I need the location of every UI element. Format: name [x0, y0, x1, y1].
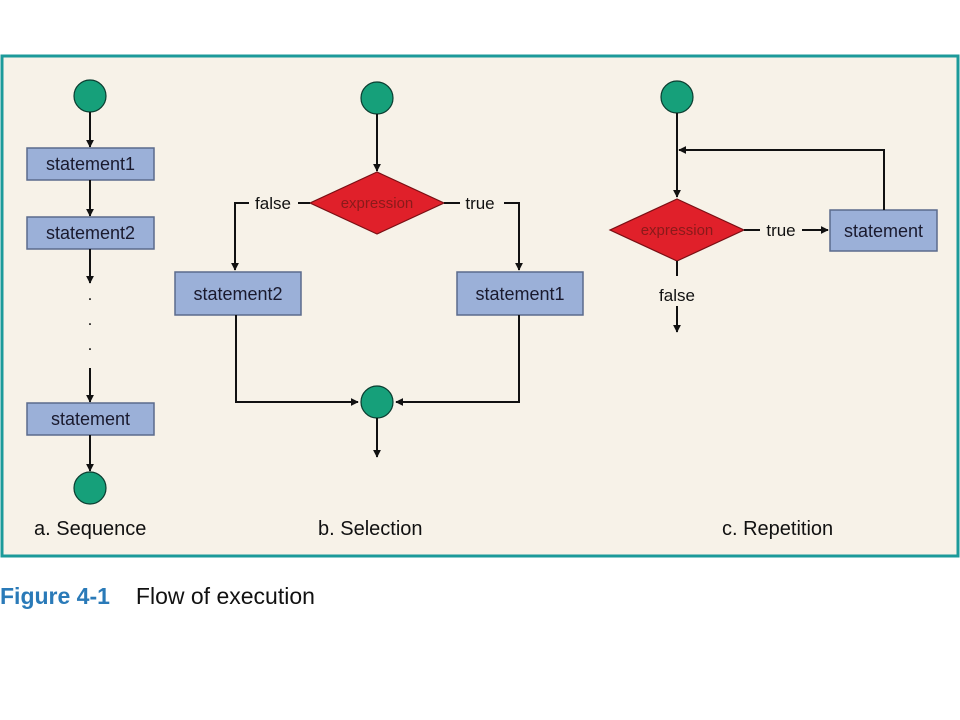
sequence-statement-box	[26, 402, 155, 436]
sequence-caption: a. Sequence	[34, 518, 146, 540]
repetition-start-node	[660, 80, 694, 114]
selection-caption: b. Selection	[318, 518, 423, 540]
selection-statement1-box	[456, 271, 584, 316]
sequence-ellipsis-dot: .	[88, 285, 93, 304]
figure-number: Figure 4-1	[0, 583, 110, 609]
sequence-diagram: statement1 statement2 . . . statement a.…	[26, 79, 155, 540]
selection-condition-diamond	[308, 171, 446, 235]
sequence-ellipsis-dot: .	[88, 335, 93, 354]
selection-true-label: true	[465, 194, 494, 213]
figure-title: Flow of execution	[135, 583, 315, 609]
repetition-false-label: false	[659, 286, 695, 305]
sequence-statement2-box	[26, 216, 155, 250]
repetition-true-label: true	[766, 221, 795, 240]
repetition-loop-arrow	[678, 146, 885, 210]
selection-statement2-box	[174, 271, 302, 316]
selection-condition-text: expression	[341, 195, 414, 212]
selection-start-node	[360, 81, 394, 115]
repetition-diagram: expression true statement false c. Repet…	[608, 80, 938, 540]
selection-statement1-text: statement1	[475, 284, 564, 304]
sequence-ellipsis-dot: .	[88, 310, 93, 329]
sequence-start-node	[73, 79, 107, 113]
sequence-statement1-text: statement1	[46, 154, 135, 174]
selection-false-arrow	[231, 202, 249, 271]
repetition-statement-text: statement	[844, 221, 923, 241]
selection-diagram: expression false statement2 true stateme…	[174, 81, 584, 540]
sequence-statement2-text: statement2	[46, 223, 135, 243]
sequence-statement-text: statement	[51, 409, 130, 429]
repetition-statement-box	[829, 209, 938, 252]
selection-statement2-text: statement2	[193, 284, 282, 304]
selection-false-label: false	[255, 194, 291, 213]
repetition-caption: c. Repetition	[722, 518, 833, 540]
sequence-end-node	[73, 471, 107, 505]
selection-merge-node	[360, 385, 394, 419]
figure-caption: Figure 4-1 Flow of execution	[0, 580, 315, 612]
selection-merge-arrow-right	[395, 315, 520, 406]
selection-true-arrow	[504, 202, 523, 271]
selection-merge-arrow-left	[235, 315, 359, 406]
repetition-condition-text: expression	[641, 222, 714, 239]
